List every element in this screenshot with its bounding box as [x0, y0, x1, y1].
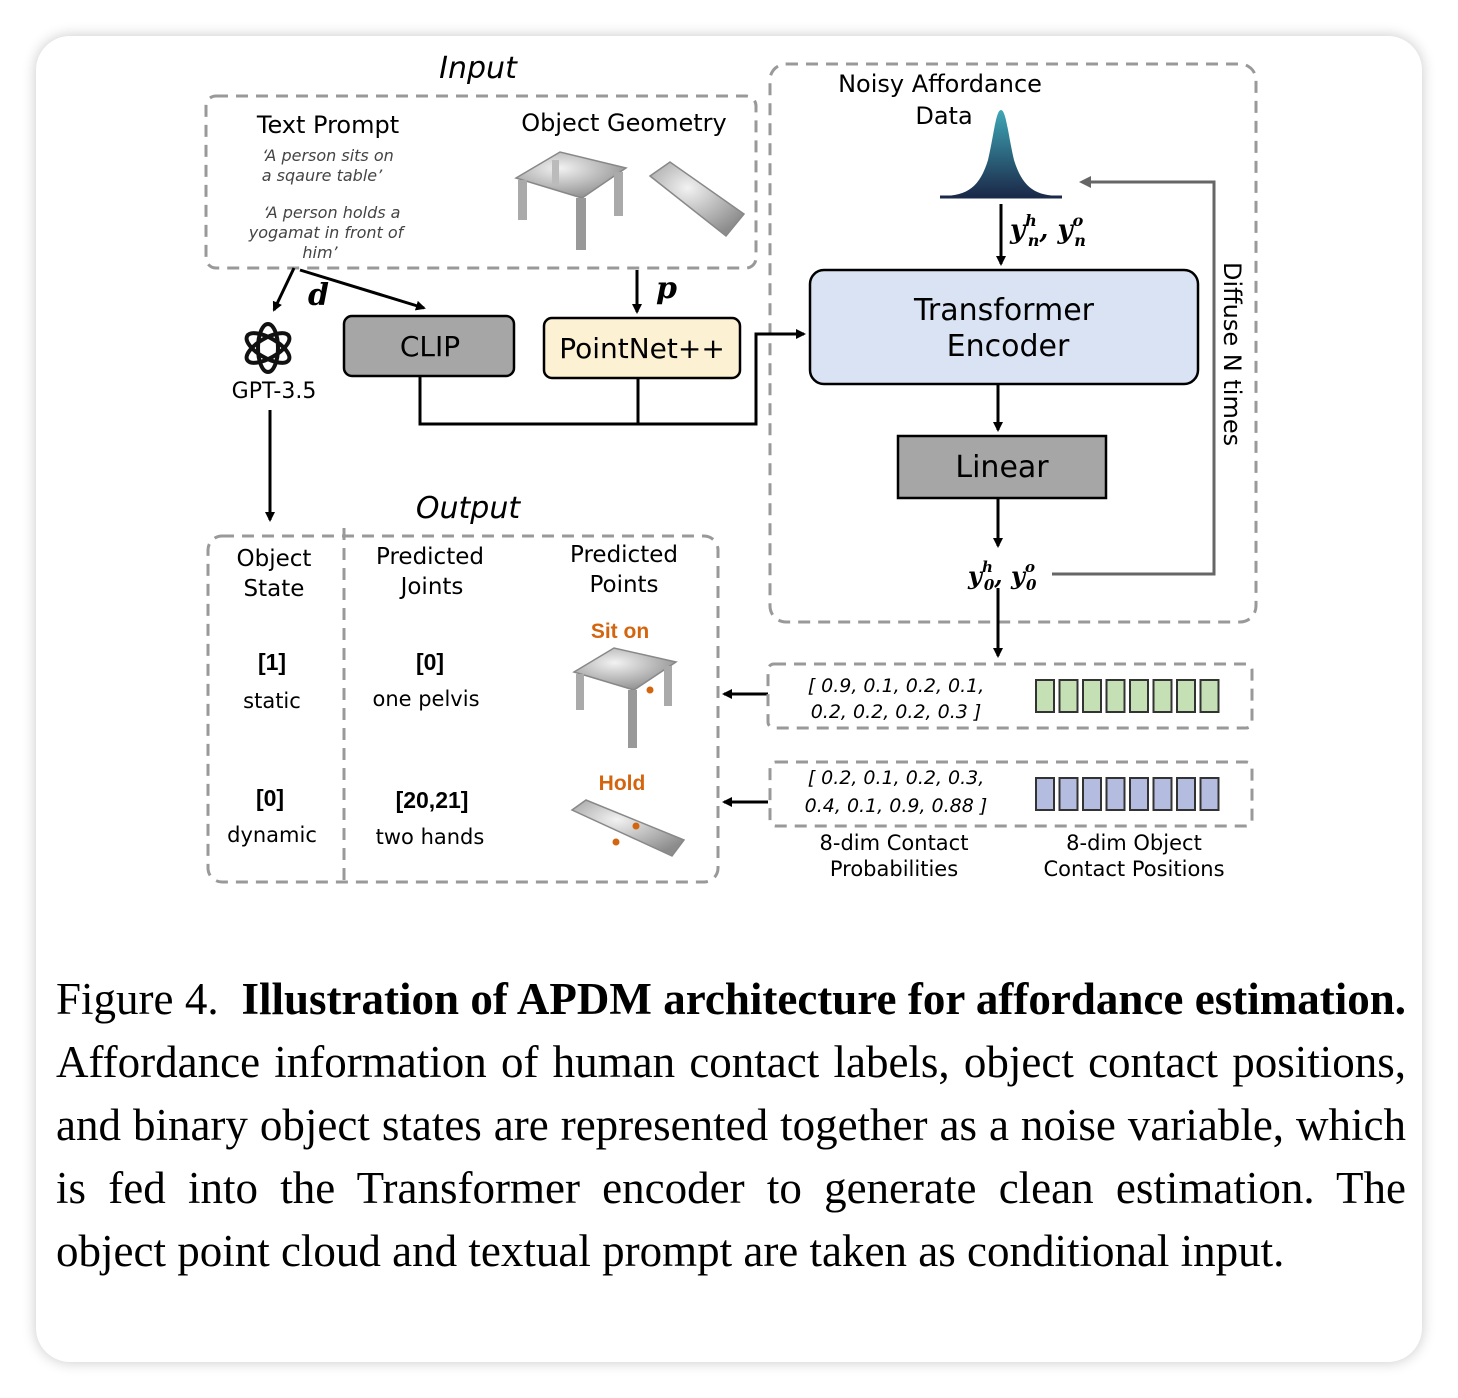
vector-cell: [1129, 777, 1149, 811]
contact-prob-cells: [1035, 679, 1220, 713]
condition-merge-line: [418, 329, 806, 426]
architecture-diagram: Input Text Prompt ‘A person sits on a sq…: [204, 51, 1258, 884]
clip-label: CLIP: [400, 330, 460, 363]
vector-cell: [1058, 777, 1079, 811]
vector-cell: [1035, 777, 1055, 811]
vector-cell: [1035, 679, 1055, 713]
prompt-2-line-1: ‘A person holds a: [264, 203, 401, 222]
vector-bottom-line-1: [ 0.2, 0.1, 0.2, 0.3,: [808, 767, 985, 789]
vector-cell: [1152, 777, 1173, 811]
openai-logo-icon: [244, 322, 292, 374]
contact-prob-label-2: Probabilities: [830, 857, 958, 881]
prompt-2-line-3: him’: [302, 243, 338, 262]
p-label: p: [656, 271, 677, 306]
row2-state-text: dynamic: [227, 823, 317, 847]
col-object-state-1: Object: [237, 546, 312, 572]
pointnet-label: PointNet++: [559, 332, 725, 365]
diffuse-loop-arrow: [1052, 176, 1216, 576]
vector-top-line-1: [ 0.9, 0.1, 0.2, 0.1,: [808, 675, 985, 697]
transformer-encoder-block: [808, 268, 1200, 386]
noisy-label-line-2: Data: [915, 102, 972, 130]
vector-top-box: [766, 662, 1254, 730]
contact-pos-label-1: 8-dim Object: [1066, 831, 1202, 855]
contact-pos-label-2: Contact Positions: [1043, 857, 1224, 881]
noise-distribution: [942, 110, 1060, 196]
yogamat-point-cloud: [648, 161, 746, 238]
predicted-table-point-cloud: [572, 647, 678, 748]
gpt-label: GPT-3.5: [232, 379, 317, 404]
row2-action: Hold: [599, 772, 646, 795]
output-box: [206, 534, 720, 884]
col-object-state-2: State: [244, 576, 305, 602]
input-box: [204, 94, 758, 270]
vector-cell: [1176, 679, 1196, 713]
output-title: Output: [416, 491, 521, 526]
vector-cell: [1105, 777, 1126, 811]
diffuse-label: Diffuse N times: [1218, 262, 1246, 446]
vector-bottom-box: [768, 760, 1254, 828]
prompt-2-line-2: yogamat in front of: [248, 223, 406, 242]
vector-bottom-line-2: 0.4, 0.1, 0.9, 0.88 ]: [805, 795, 988, 817]
contact-prob-label-1: 8-dim Contact: [820, 831, 969, 855]
vector-cell: [1082, 777, 1102, 811]
pointnet-block: [542, 316, 742, 380]
prompt-1-line-1: ‘A person sits on: [262, 146, 394, 165]
transformer-label-line-1: Transformer: [913, 293, 1095, 328]
vector-cell: [1082, 679, 1102, 713]
col-joints-2: Joints: [399, 574, 464, 600]
vector-cell: [1176, 777, 1196, 811]
vector-cell: [1199, 777, 1220, 811]
row1-joint-value: [0]: [416, 649, 444, 675]
object-geometry-label: Object Geometry: [521, 109, 726, 137]
vector-cell: [1129, 679, 1149, 713]
d-label: d: [308, 278, 329, 313]
col-points-1: Predicted: [570, 542, 678, 568]
row1-action: Sit on: [591, 620, 649, 643]
row1-joint-text: one pelvis: [372, 687, 479, 711]
vector-cell: [1199, 679, 1220, 713]
caption-text: Affordance information of human contact …: [56, 1037, 1406, 1276]
noisy-label-line-1: Noisy Affordance: [838, 70, 1042, 98]
input-title: Input: [439, 51, 518, 86]
row2-joint-value: [20,21]: [396, 787, 469, 813]
col-points-2: Points: [589, 572, 658, 598]
vector-cell: [1105, 679, 1126, 713]
prompt-1-line-2: a sqaure table’: [262, 166, 383, 185]
linear-label: Linear: [955, 450, 1049, 485]
diffusion-box: [768, 62, 1258, 624]
row1-state-text: static: [243, 689, 301, 713]
predicted-yogamat-point-cloud: [570, 799, 686, 857]
caption-prefix: Figure 4.: [56, 974, 219, 1024]
vector-cell: [1152, 679, 1173, 713]
contact-pos-cells: [1035, 777, 1220, 811]
row1-state-value: [1]: [258, 649, 286, 675]
vector-top-line-2: 0.2, 0.2, 0.2, 0.3 ]: [811, 701, 982, 723]
row2-state-value: [0]: [256, 785, 284, 811]
col-joints-1: Predicted: [376, 544, 484, 570]
linear-block: [896, 434, 1108, 500]
clip-block: [342, 314, 516, 378]
text-prompt-label: Text Prompt: [256, 111, 399, 139]
transformer-label-line-2: Encoder: [947, 329, 1070, 364]
row2-joint-text: two hands: [376, 825, 485, 849]
figure-caption: Figure 4. Illustration of APDM architect…: [56, 968, 1406, 1283]
vector-cell: [1058, 679, 1079, 713]
table-point-cloud: [514, 151, 628, 250]
caption-bold: Illustration of APDM architecture for af…: [241, 974, 1406, 1024]
